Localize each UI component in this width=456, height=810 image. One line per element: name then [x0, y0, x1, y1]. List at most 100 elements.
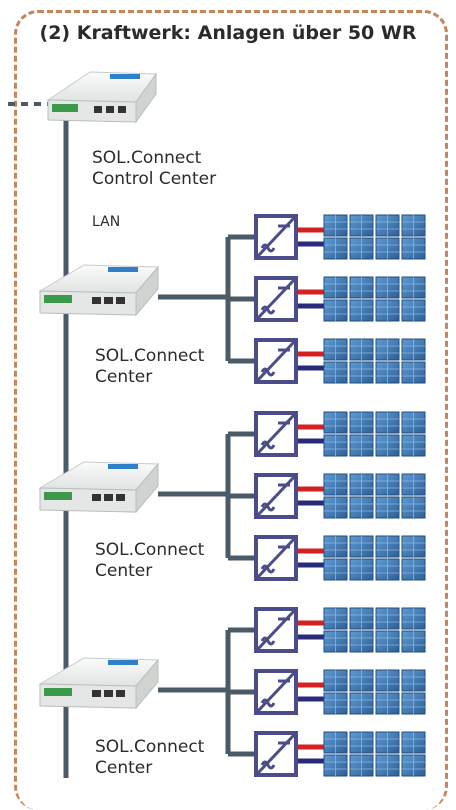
solar-panel-icon: [349, 276, 374, 299]
center-label-2: SOL.Connect Center: [95, 540, 204, 582]
solar-panel-icon: [349, 434, 374, 457]
solar-panel-icon: [323, 338, 348, 361]
solar-panel-icon: [349, 496, 374, 519]
solar-panel-icon: [401, 630, 426, 653]
solar-panel-icon: [401, 237, 426, 260]
solar-panel-icon: [401, 214, 426, 237]
solar-panel-icon: [323, 434, 348, 457]
solar-panel-icon: [323, 754, 348, 777]
center-device-3: [38, 657, 160, 710]
solar-panel-icon: [349, 535, 374, 558]
solar-panel-icon: [375, 731, 400, 754]
solar-panel-icon: [349, 214, 374, 237]
inverter-icon: [254, 669, 298, 715]
inverter-icon: [254, 731, 298, 777]
diagram-frame: [14, 10, 448, 810]
center-group-3: [38, 607, 426, 777]
center-label-3-line1: SOL.Connect: [95, 737, 205, 757]
solar-panel-icon: [375, 496, 400, 519]
solar-panel-icon: [349, 338, 374, 361]
control-center-label-line1: SOL.Connect: [92, 148, 202, 168]
center-group-1: [38, 214, 426, 384]
control-center-label-line2: Control Center: [92, 169, 217, 189]
solar-panel-icon: [323, 731, 348, 754]
solar-panel-icon: [323, 535, 348, 558]
control-center-label: SOL.Connect Control Center: [92, 148, 216, 190]
solar-panel-icon: [349, 669, 374, 692]
solar-panel-icon: [349, 731, 374, 754]
center-device-1: [38, 264, 160, 317]
solar-panel-icon: [401, 558, 426, 581]
solar-panel-icon: [401, 473, 426, 496]
center-label-3: SOL.Connect Center: [95, 737, 204, 779]
solar-panel-icon: [323, 411, 348, 434]
solar-panel-icon: [375, 558, 400, 581]
solar-panel-icon: [375, 214, 400, 237]
solar-panel-icon: [375, 276, 400, 299]
solar-panel-icon: [401, 692, 426, 715]
solar-panel-icon: [375, 607, 400, 630]
inverter-icon: [254, 338, 298, 384]
solar-panel-icon: [401, 411, 426, 434]
solar-panel-icon: [401, 434, 426, 457]
solar-panel-icon: [375, 754, 400, 777]
control-center-device: [46, 71, 157, 124]
inverter-icon: [254, 276, 298, 322]
lan-label: LAN: [92, 214, 121, 230]
center-label-2-line1: SOL.Connect: [95, 540, 205, 560]
solar-panel-icon: [323, 692, 348, 715]
solar-panel-icon: [349, 237, 374, 260]
solar-panel-icon: [323, 607, 348, 630]
solar-panel-icon: [323, 361, 348, 384]
solar-panel-icon: [323, 630, 348, 653]
solar-panel-icon: [349, 411, 374, 434]
diagram-title: (2) Kraftwerk: Anlagen über 50 WR: [39, 22, 417, 44]
solar-panel-icon: [323, 473, 348, 496]
solar-panel-icon: [349, 558, 374, 581]
center-label-3-line2: Center: [95, 758, 153, 778]
center-label-1-line1: SOL.Connect: [95, 346, 205, 366]
solar-panel-icon: [401, 754, 426, 777]
inverter-icon: [254, 473, 298, 519]
solar-panel-icon: [323, 299, 348, 322]
solar-panel-icon: [401, 496, 426, 519]
center-group-2: [38, 411, 426, 581]
center-label-1: SOL.Connect Center: [95, 346, 204, 388]
solar-panel-icon: [401, 535, 426, 558]
solar-panel-icon: [375, 473, 400, 496]
solar-panel-icon: [375, 434, 400, 457]
solar-panel-icon: [375, 669, 400, 692]
solar-panel-icon: [349, 299, 374, 322]
center-label-1-line2: Center: [95, 367, 153, 387]
solar-panel-icon: [323, 669, 348, 692]
center-label-2-line2: Center: [95, 561, 153, 581]
solar-panel-icon: [375, 361, 400, 384]
solar-panel-icon: [401, 299, 426, 322]
solar-panel-icon: [349, 692, 374, 715]
solar-panel-icon: [323, 214, 348, 237]
solar-panel-icon: [375, 299, 400, 322]
solar-panel-icon: [401, 731, 426, 754]
solar-panel-icon: [375, 535, 400, 558]
solar-panel-icon: [375, 411, 400, 434]
solar-panel-icon: [349, 754, 374, 777]
solar-panel-icon: [401, 338, 426, 361]
inverter-icon: [254, 607, 298, 653]
inverter-icon: [254, 535, 298, 581]
solar-panel-icon: [375, 630, 400, 653]
solar-panel-icon: [323, 276, 348, 299]
solar-panel-icon: [401, 669, 426, 692]
solar-panel-icon: [375, 338, 400, 361]
center-device-2: [38, 461, 160, 514]
solar-panel-icon: [349, 630, 374, 653]
solar-panel-icon: [375, 692, 400, 715]
inverter-icon: [254, 214, 298, 260]
solar-panel-icon: [349, 607, 374, 630]
solar-panel-icon: [375, 237, 400, 260]
solar-panel-icon: [349, 473, 374, 496]
solar-panel-icon: [323, 496, 348, 519]
solar-panel-icon: [401, 276, 426, 299]
solar-panel-icon: [401, 361, 426, 384]
solar-panel-icon: [323, 558, 348, 581]
